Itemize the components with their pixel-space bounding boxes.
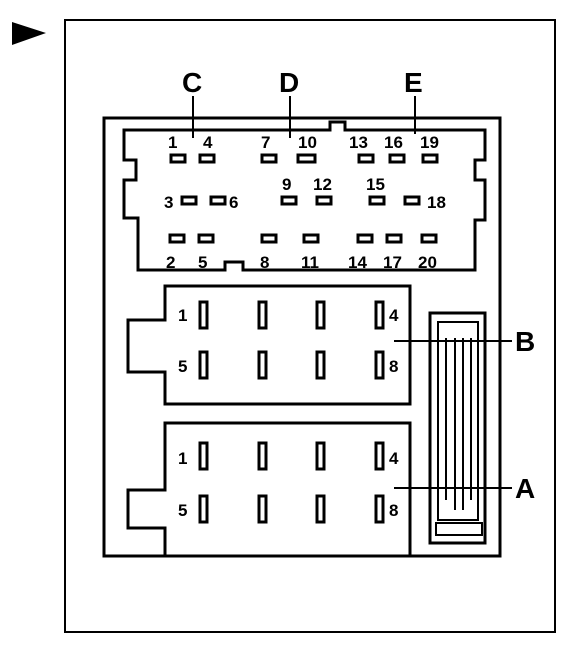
pin-label: 15 [366,175,385,194]
pin-label: 5 [198,253,207,272]
latch-strip-inner [437,321,479,521]
pin-slot [198,153,216,164]
pin-slot [315,441,326,471]
callout-d: D [279,67,299,98]
callout-b: B [515,326,535,357]
pin-label: 8 [389,501,398,520]
pin-slot [302,233,320,244]
pin-label: 18 [427,193,446,212]
pin-label: 2 [166,253,175,272]
pin-label: 7 [261,133,270,152]
pin-slot [315,494,326,524]
connector-top-pin-labels: 1 2 3 4 5 6 7 8 9 10 11 12 13 14 15 16 1… [164,133,446,272]
pin-slot [385,233,403,244]
pin-slot [356,233,374,244]
pin-slot [374,350,385,380]
pin-label: 1 [168,133,177,152]
connector-b-outline [126,284,412,406]
connector-a-pin-slots [198,441,385,524]
pin-slot [198,300,209,330]
pin-label: 4 [389,449,399,468]
pin-slot [315,350,326,380]
pin-slot [260,153,278,164]
pin-label: 14 [348,253,367,272]
pin-slot [315,300,326,330]
pin-slot [403,195,421,206]
arrow-right-icon [12,22,46,45]
pin-slot [257,350,268,380]
pin-slot [168,233,186,244]
pin-label: 19 [420,133,439,152]
latch-strip-tab [435,522,483,536]
pin-label: 5 [178,357,187,376]
pin-label: 1 [178,306,187,325]
pin-slot [388,153,406,164]
pin-slot [374,494,385,524]
connector-top-pin-slots [168,153,439,244]
connector-a-pin-labels: 1 4 5 8 [178,449,399,520]
pin-label: 10 [298,133,317,152]
pin-label: 16 [384,133,403,152]
connector-b-pin-labels: 1 4 5 8 [178,306,399,376]
pin-slot [368,195,386,206]
pin-slot [420,233,438,244]
pin-slot [280,195,298,206]
connector-top-outline [122,120,487,272]
latch-strip [428,311,487,545]
pin-slot [374,300,385,330]
pin-slot [169,153,187,164]
pin-label: 11 [301,253,319,272]
pin-label: 20 [418,253,437,272]
pin-slot [357,153,375,164]
pin-label: 8 [260,253,269,272]
connector-a-outline [126,421,412,558]
pin-label: 17 [383,253,402,272]
pin-label: 9 [282,175,291,194]
pin-label: 1 [178,449,187,468]
pin-label: 8 [389,357,398,376]
pin-slot [197,233,215,244]
pin-label: 13 [349,133,368,152]
pin-slot [198,494,209,524]
callouts-top: C D E [182,67,423,138]
pin-slot [198,441,209,471]
pin-slot [260,233,278,244]
pin-label: 5 [178,501,187,520]
pin-slot [296,153,317,164]
pin-slot [421,153,439,164]
pin-label: 3 [164,193,173,212]
pin-slot [209,195,227,206]
pin-slot [198,350,209,380]
pin-slot [374,441,385,471]
pin-label: 4 [389,306,399,325]
pin-slot [180,195,198,206]
pin-slot [257,494,268,524]
pin-slot [257,300,268,330]
callout-e: E [404,67,423,98]
outer-frame [64,19,556,633]
callout-a: A [515,473,535,504]
latch-strip-outer [428,311,487,545]
pin-label: 4 [203,133,213,152]
connector-b-pin-slots [198,300,385,380]
pin-label: 6 [229,193,238,212]
pin-label: 12 [313,175,332,194]
pin-slot [257,441,268,471]
pin-slot [315,195,333,206]
callout-c: C [182,67,202,98]
